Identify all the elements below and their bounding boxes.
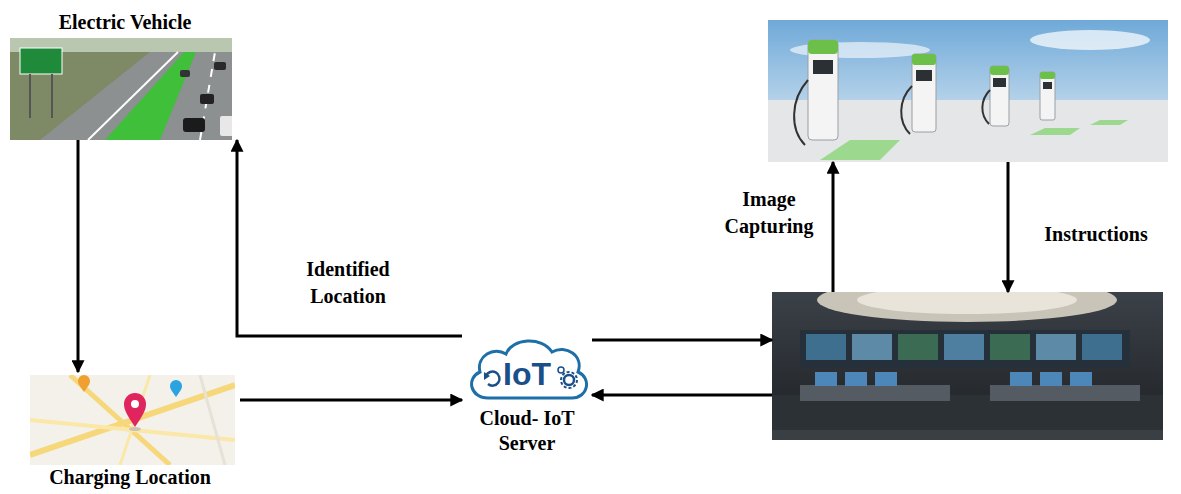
connector-arrow	[240, 399, 462, 402]
image-node	[772, 292, 1163, 440]
node-label: IoT	[462, 356, 592, 392]
charging-station-photo	[768, 20, 1168, 162]
image-node: Charging Location	[20, 372, 240, 492]
connector-arrow	[1007, 162, 1010, 292]
control-room-photo	[772, 292, 1163, 440]
road-photo	[10, 38, 232, 140]
edge-label: Image Capturing	[708, 186, 830, 240]
map-image	[30, 375, 235, 465]
node-label: Electric Vehicle	[8, 10, 242, 35]
connector-arrow	[77, 140, 80, 372]
edge-label: Instructions	[1014, 221, 1178, 248]
cloud-node: IoT Cloud- IoT Server	[462, 328, 592, 456]
node-label: Cloud- IoT Server	[462, 406, 592, 456]
edge-label: Identified Location	[278, 256, 418, 310]
image-node: Electric Vehicle	[8, 6, 242, 140]
connector-arrow	[832, 162, 835, 292]
connector-arrow	[592, 394, 772, 397]
node-label: Charging Location	[20, 465, 240, 490]
connector-arrow	[592, 339, 772, 342]
image-node	[768, 20, 1168, 162]
connector-arrow	[237, 140, 462, 336]
